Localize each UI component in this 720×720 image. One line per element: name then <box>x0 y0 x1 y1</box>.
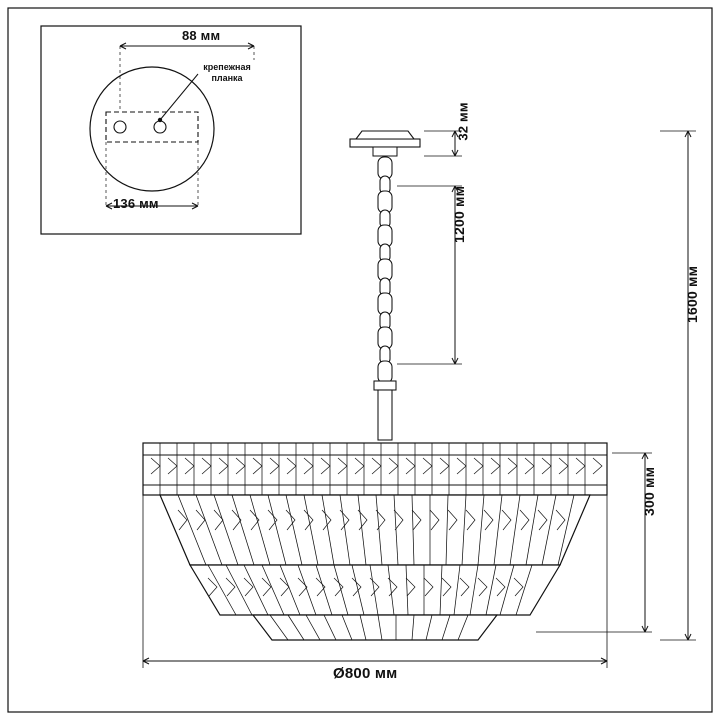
tier-4-body <box>251 614 499 641</box>
canopy-dome <box>354 130 416 140</box>
tier-1-facets <box>150 457 603 475</box>
tier-2-facets <box>177 509 566 531</box>
dim-1200-label: 1200 мм <box>451 185 467 243</box>
tier-2-body <box>159 494 591 566</box>
tier-3-facets <box>207 577 524 597</box>
page-border <box>7 7 713 713</box>
ceiling-cup-circle <box>89 66 215 192</box>
dim-136-label: 136 мм <box>113 196 159 211</box>
dim-300-label: 300 мм <box>641 466 657 516</box>
suspension-chain <box>377 156 393 384</box>
stem-collar-top <box>373 380 397 391</box>
tier-1-crystals <box>159 443 586 495</box>
canopy-plate <box>349 138 421 148</box>
dim-1600-label: 1600 мм <box>684 265 700 323</box>
mounting-plate-callout: крепежная планка <box>185 62 269 84</box>
tier-4-crystals <box>269 614 469 641</box>
dim-800-label: Ø800 мм <box>333 665 398 682</box>
mounting-plate-rect <box>105 111 199 143</box>
stem-rod <box>377 389 393 441</box>
callout-leader <box>159 73 199 121</box>
tier-3-body <box>188 564 562 616</box>
screw-hole-left <box>113 120 127 134</box>
canopy-collar <box>372 146 398 157</box>
callout-line-1: крепежная <box>203 62 251 72</box>
dim-88-label: 88 мм <box>182 28 221 43</box>
tier-2-crystals <box>177 494 575 566</box>
dim-32-label: 32 мм <box>455 102 471 141</box>
callout-point <box>157 117 163 123</box>
screw-hole-right <box>153 120 167 134</box>
tier-3-crystals <box>207 564 533 616</box>
inset-frame <box>40 25 302 235</box>
callout-line-2: планка <box>211 73 243 83</box>
tier-1-body <box>142 442 608 496</box>
